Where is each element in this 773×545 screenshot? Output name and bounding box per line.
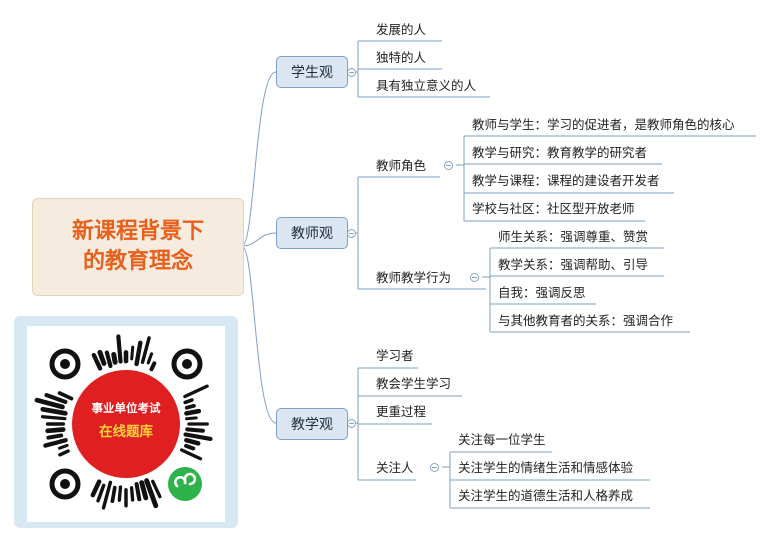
qr-text-line1: 事业单位考试 — [92, 401, 161, 415]
mini-program-icon — [168, 467, 202, 501]
qr-ray — [140, 336, 151, 364]
student-item-1: 发展的人 — [376, 22, 427, 37]
branch-teaching-label: 教学观 — [291, 417, 333, 433]
qr-ray — [149, 361, 157, 372]
qr-ray — [96, 483, 106, 503]
qr-highlight — [93, 421, 159, 441]
qr-ray — [139, 480, 149, 501]
qr-ray — [134, 482, 142, 502]
qr-ray — [184, 437, 201, 446]
central-topic-line2: 的教育理念 — [82, 249, 193, 274]
qr-ray — [179, 448, 203, 461]
teacher-behavior-item-1: 师生关系：强调尊重、赞赏 — [498, 229, 649, 244]
care-item-3: 关注学生的道德生活和人格养成 — [458, 488, 634, 503]
collapse-icon[interactable] — [470, 273, 479, 282]
qr-ray — [97, 349, 107, 366]
qr-ray — [44, 393, 68, 404]
qr-ray — [185, 427, 205, 433]
qr-ray — [184, 403, 196, 410]
student-item-3: 具有独立意义的人 — [376, 78, 477, 93]
care-item-1: 关注每一位学生 — [458, 432, 546, 447]
qr-ray — [146, 352, 154, 365]
qr-ray — [151, 479, 162, 499]
collapse-icon[interactable] — [444, 161, 453, 170]
qr-ray — [184, 408, 202, 416]
qr-text-line2: 在线题库 — [99, 423, 153, 440]
collapse-icon[interactable] — [347, 68, 356, 77]
qr-ray — [40, 406, 68, 416]
qr-ray — [110, 485, 117, 504]
qr-ray — [116, 334, 123, 364]
branch-teachers-label: 教师观 — [291, 226, 333, 242]
teacher-role-item-4: 学校与社区：社区型开放老师 — [472, 201, 635, 216]
teacher-role-item-2: 教学与研究：教育教学的研究者 — [472, 145, 648, 160]
central-topic-line1: 新课程背景下 — [71, 219, 204, 244]
qr-ray — [58, 449, 70, 457]
collapse-icon[interactable] — [347, 229, 356, 238]
teacher-behavior-item-2: 教学关系：强调帮助、引导 — [498, 257, 649, 272]
qr-ray — [101, 480, 113, 510]
teaching-item-1: 学习者 — [376, 348, 414, 363]
branch-students-label: 学生观 — [291, 65, 333, 81]
qr-ray — [184, 443, 196, 451]
teacher-behavior-item-4: 与其他教育者的关系：强调合作 — [498, 313, 674, 328]
qr-ray — [90, 479, 102, 498]
qr-ray — [111, 351, 118, 365]
teacher-role-item-3: 教学与课程：课程的建设者开发者 — [472, 173, 660, 188]
qr-ray — [183, 398, 194, 405]
qr-ray — [183, 384, 209, 399]
qr-ray — [91, 352, 103, 371]
qr-ray — [134, 340, 143, 367]
branch-teaching[interactable]: 教学观 — [276, 408, 348, 440]
teaching-care-label[interactable]: 关注人 — [376, 460, 414, 475]
central-topic[interactable]: 新课程背景下 的教育理念 — [32, 198, 244, 296]
qr-ray — [104, 350, 113, 369]
collapse-icon[interactable] — [430, 463, 439, 472]
qr-ray — [58, 443, 69, 450]
qr-ray — [185, 416, 198, 421]
qr-ray — [57, 391, 74, 401]
qr-finder-pattern — [49, 348, 203, 500]
teacher-behavior-label[interactable]: 教师教学行为 — [376, 270, 452, 285]
teacher-role-label[interactable]: 教师角色 — [376, 158, 427, 173]
branch-teachers[interactable]: 教师观 — [276, 217, 348, 249]
qr-ray — [40, 415, 67, 421]
qr-ray — [129, 486, 135, 502]
teacher-role-item-1: 教师与学生：学习的促进者，是教师角色的核心 — [472, 117, 735, 132]
teaching-item-3: 更重过程 — [376, 404, 427, 419]
qr-ray — [46, 433, 64, 440]
collapse-icon[interactable] — [347, 419, 356, 428]
branch-students[interactable]: 学生观 — [276, 56, 348, 88]
teacher-behavior-item-3: 自我：强调反思 — [498, 285, 586, 300]
care-item-2: 关注学生的情绪生活和情感体验 — [458, 460, 634, 475]
qr-ray — [144, 478, 159, 509]
qr-ray — [45, 427, 66, 434]
mini-program-qr-code[interactable]: 事业单位考试 在线题库 — [27, 326, 225, 522]
teaching-item-2: 教会学生学习 — [376, 376, 452, 391]
qr-ray — [130, 345, 135, 361]
qr-ray — [117, 485, 123, 502]
qr-ray — [34, 397, 65, 410]
qr-ray — [183, 432, 213, 441]
qr-ray — [43, 438, 68, 448]
student-item-2: 独特的人 — [376, 50, 427, 65]
